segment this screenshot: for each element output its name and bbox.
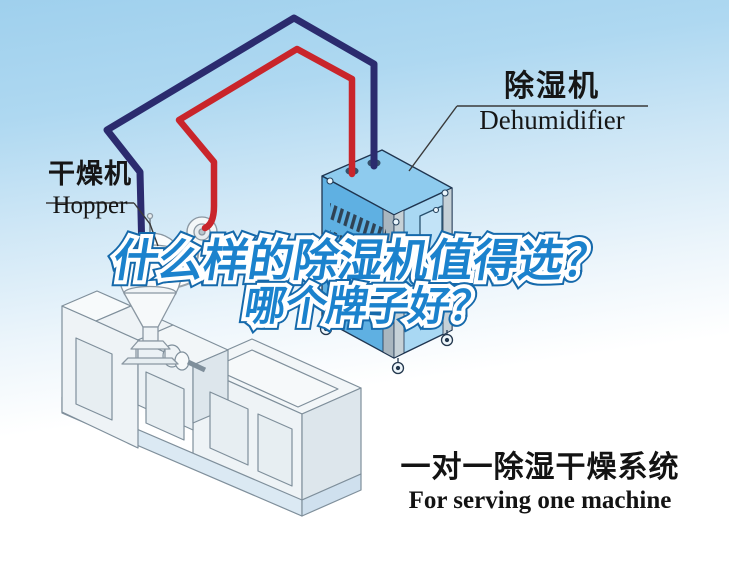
caption-en: For serving one machine (408, 486, 672, 514)
headline-line1-fill: 什么样的除湿机值得选？ (109, 235, 613, 286)
dehumidifier-leader-line (408, 105, 648, 172)
headline-line2: 哪个牌子好？ 哪个牌子好？ 哪个牌子好？ (7, 277, 729, 335)
machine-lid-inset (211, 349, 339, 408)
hopper-leader-line (46, 202, 159, 247)
dehumidifier-casters (319, 319, 454, 375)
dehumidifier-edge-trim (442, 187, 453, 336)
dehumidifier-eyelets (326, 177, 449, 226)
dehumidifier-label-zh: 除湿机 (504, 70, 600, 103)
return-air-pipe (103, 14, 378, 258)
headline-line1: 什么样的除湿机值得选？ 什么样的除湿机值得选？ 什么样的除湿机值得选？ (0, 229, 722, 292)
drying-hopper (117, 212, 218, 365)
hopper-stand (130, 340, 171, 350)
machine-window (75, 337, 113, 421)
hopper-label-en: Hopper (52, 192, 128, 220)
machine-window (257, 413, 293, 487)
machine-skirt-end (301, 473, 362, 517)
hopper-label-zh: 干燥机 (48, 159, 132, 189)
hopper-callout: 干燥机 Hopper (42, 160, 138, 220)
machine-window (209, 391, 249, 466)
dehumidifier-vent-band (330, 230, 386, 272)
supply-air-pipe (175, 45, 356, 232)
dehumidifier-callout: 除湿机 Dehumidifier (455, 71, 649, 135)
headline: 什么样的除湿机值得选？ 什么样的除湿机值得选？ 什么样的除湿机值得选？ 哪个牌子… (0, 229, 722, 335)
dehumidifier-vent-band (330, 203, 386, 245)
caption: 一对一除湿干燥系统 For serving one machine (388, 452, 692, 515)
extruder-machine (61, 290, 362, 517)
dehumidifier-corner-trim (393, 209, 405, 359)
dehumidifier-label-en: Dehumidifier (479, 104, 625, 135)
machine-window (145, 371, 185, 441)
caption-zh: 一对一除湿干燥系统 (400, 451, 680, 484)
headline-line2-fill: 哪个牌子好？ (241, 283, 495, 329)
